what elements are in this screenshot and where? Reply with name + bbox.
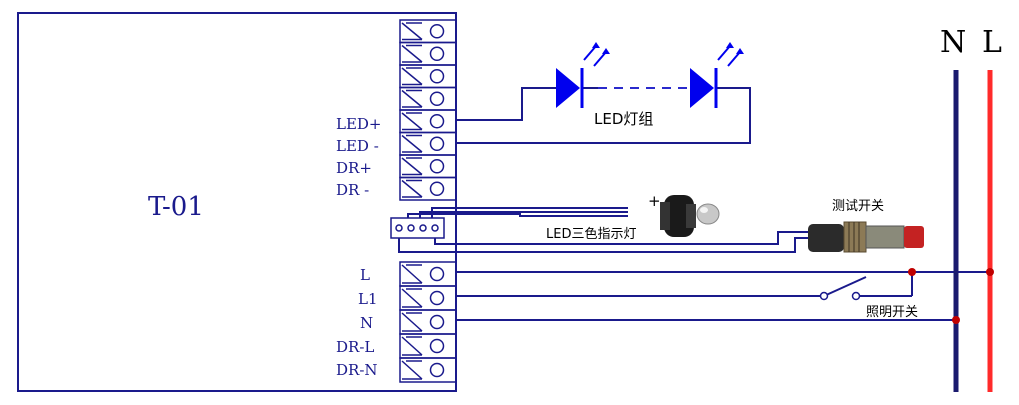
indicator-wiring bbox=[398, 207, 808, 253]
terminal-label-n: N bbox=[360, 314, 373, 332]
lower-terminal-block bbox=[399, 261, 457, 383]
four-pin-connector bbox=[390, 217, 445, 239]
led-diode-left bbox=[556, 42, 610, 108]
device-box bbox=[17, 12, 457, 392]
upper-terminal-cell-3 bbox=[399, 64, 457, 89]
terminal-label-dr-plus: DR+ bbox=[336, 159, 372, 177]
terminal-label-dr-minus: DR - bbox=[336, 181, 369, 199]
junction-dot-neutral bbox=[952, 316, 960, 324]
upper-terminal-cell-6 bbox=[399, 131, 457, 156]
upper-terminal-cell-1 bbox=[399, 19, 457, 44]
upper-terminal-cell-8 bbox=[399, 176, 457, 201]
lower-terminal-cell-1 bbox=[399, 261, 457, 287]
terminal-label-led-minus: LED - bbox=[336, 137, 379, 155]
light-switch bbox=[819, 291, 861, 301]
test-switch-label: 测试开关 bbox=[832, 199, 884, 214]
plus-sign: + bbox=[648, 192, 661, 210]
led-group-label: LED灯组 bbox=[594, 110, 653, 128]
line-bus-label: L bbox=[982, 25, 1002, 60]
terminal-label-dr-l: DR-L bbox=[336, 338, 374, 356]
upper-terminal-cell-2 bbox=[399, 41, 457, 66]
lower-terminal-cell-3 bbox=[399, 309, 457, 335]
upper-terminal-block bbox=[399, 19, 457, 201]
terminal-label-l1: L1 bbox=[358, 290, 378, 308]
neutral-bus-label: N bbox=[940, 25, 966, 60]
lower-terminal-cell-5 bbox=[399, 357, 457, 383]
lower-terminal-cell-2 bbox=[399, 285, 457, 311]
junction-dot-switch bbox=[908, 268, 916, 276]
led-diode-right bbox=[690, 42, 744, 108]
terminal-label-l: L bbox=[360, 266, 370, 284]
upper-terminal-cell-7 bbox=[399, 154, 457, 179]
terminal-label-led-plus: LED+ bbox=[336, 115, 382, 133]
indicator-lamp bbox=[660, 195, 720, 237]
test-switch bbox=[808, 221, 924, 253]
mains-wiring bbox=[456, 271, 990, 321]
upper-terminal-cell-4 bbox=[399, 86, 457, 111]
indicator-label: LED三色指示灯 bbox=[546, 226, 636, 242]
upper-terminal-cell-5 bbox=[399, 109, 457, 134]
led-group-wiring bbox=[456, 87, 751, 144]
terminal-label-dr-n: DR-N bbox=[336, 361, 378, 379]
lower-terminal-cell-4 bbox=[399, 333, 457, 359]
light-switch-label: 照明开关 bbox=[866, 305, 918, 320]
device-name: T-01 bbox=[148, 192, 204, 222]
junction-dot-line bbox=[986, 268, 994, 276]
